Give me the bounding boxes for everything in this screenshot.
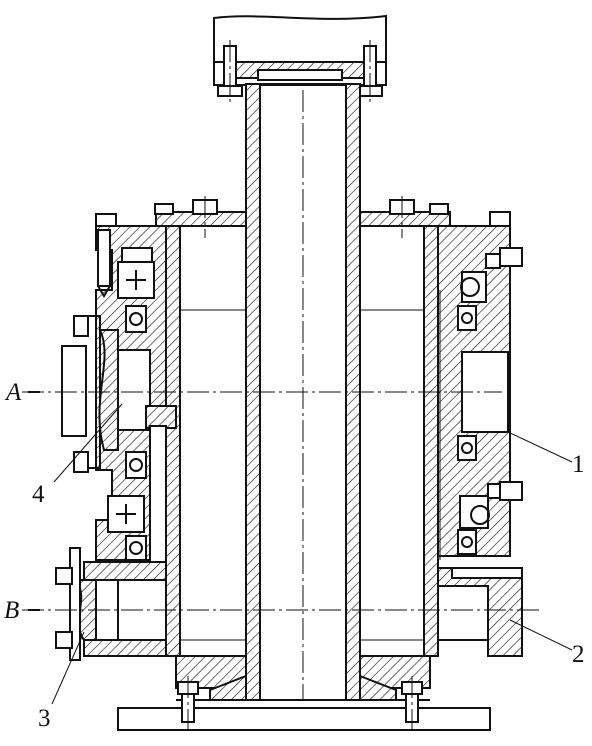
leader-3 [51, 631, 85, 705]
part-label-1: 1 [572, 451, 585, 478]
bolt [73, 451, 89, 473]
bearing [125, 305, 147, 333]
bolt [177, 676, 199, 730]
leader-1 [507, 431, 573, 463]
lower-left-drive [55, 547, 167, 661]
bearing [457, 435, 477, 461]
part-label-3: 3 [38, 705, 51, 732]
end-cover-a [61, 315, 119, 473]
right-housing [429, 203, 523, 560]
axis-label-a: A [4, 379, 22, 406]
bolt [73, 315, 89, 337]
bearing [125, 535, 147, 561]
base-plate [117, 655, 491, 731]
bolt [55, 567, 73, 585]
part-label-2: 2 [572, 641, 585, 668]
lower-right-drive [437, 567, 523, 657]
axis-label-b: B [4, 597, 19, 624]
bearing [457, 305, 477, 331]
bolt [357, 40, 383, 104]
part-label-4: 4 [32, 481, 45, 508]
bearing [125, 451, 147, 479]
bolt [154, 196, 218, 238]
top-flange [213, 14, 387, 104]
leader-2 [509, 619, 573, 651]
bolt [401, 676, 423, 730]
leader-4 [53, 403, 123, 483]
bolt [217, 40, 243, 104]
left-housing [95, 213, 177, 577]
bolt [55, 631, 73, 649]
bearing [457, 529, 477, 555]
outer-drum [165, 225, 439, 657]
